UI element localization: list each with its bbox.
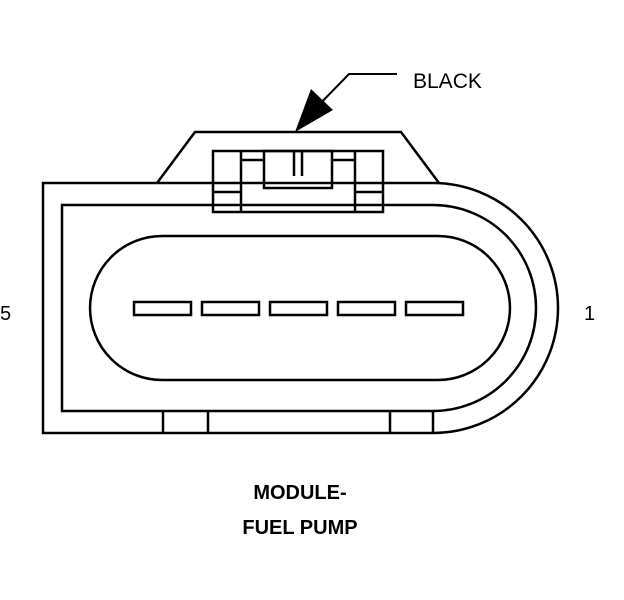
pin-number-left: 5: [0, 303, 12, 325]
locking-latch: [211, 149, 385, 214]
diagram-title-line2: FUEL PUMP: [242, 517, 358, 539]
pin-cavity: [336, 300, 397, 317]
latch-housing: [155, 130, 441, 184]
connector-housing-inner: [60, 203, 538, 413]
pin-cavity: [132, 300, 193, 317]
pin-number-right: 1: [584, 303, 596, 325]
leader-arrow-icon: [295, 89, 333, 132]
pin-cavity: [200, 300, 261, 317]
pin-cavities: [132, 300, 465, 317]
diagram-title-line1: MODULE-: [253, 482, 347, 504]
connector-housing-outer: [41, 181, 560, 435]
pin-face: [88, 234, 512, 382]
pin-cavity: [404, 300, 465, 317]
pin-cavity: [268, 300, 329, 317]
color-leader: [295, 73, 397, 132]
connector-color-label: BLACK: [413, 70, 482, 93]
